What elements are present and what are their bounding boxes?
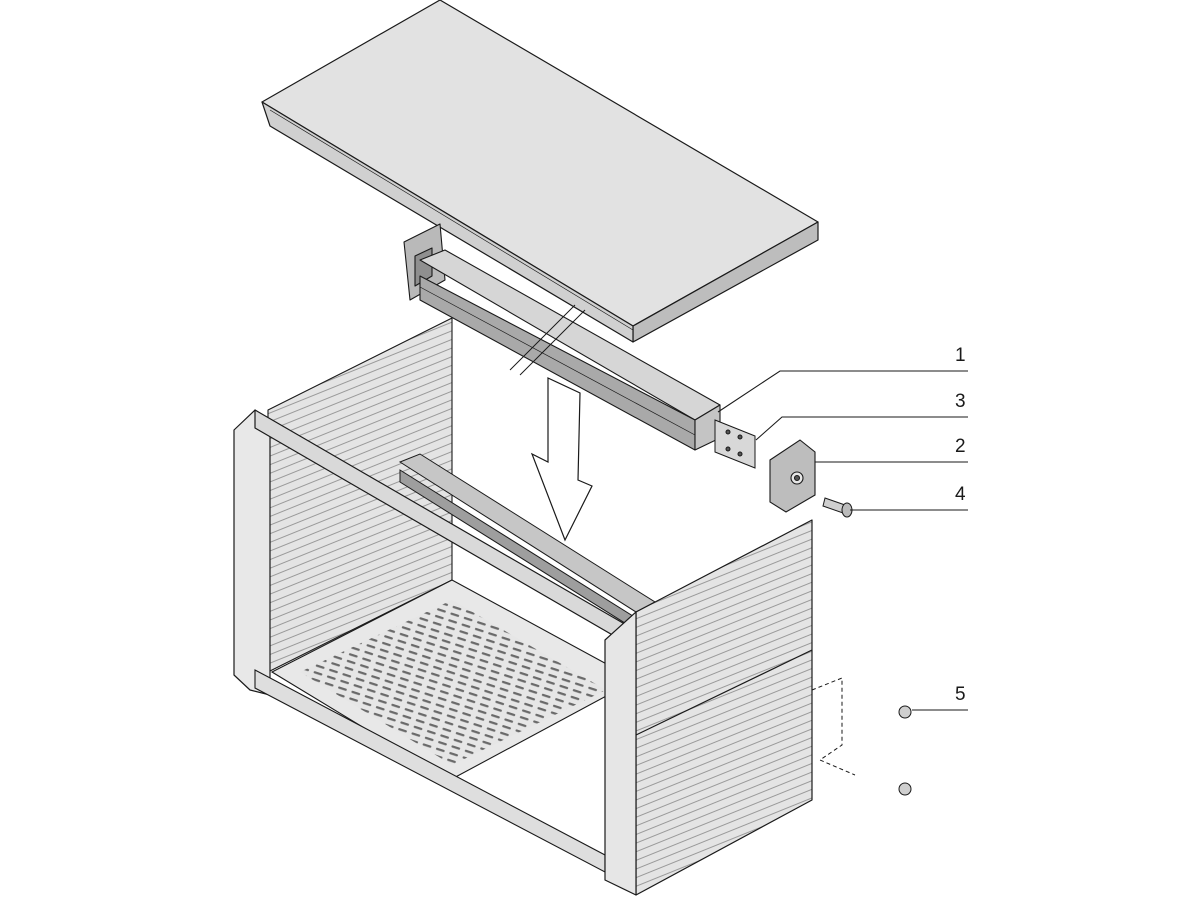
right-side-panel: [604, 519, 813, 896]
rail-assembly: [403, 223, 721, 451]
callout-3: 3: [955, 391, 966, 412]
callout-leaders: [717, 370, 968, 711]
end-bracket: [769, 439, 816, 513]
leader-1: [717, 370, 968, 413]
screws-5: [811, 677, 912, 796]
leader-3: [755, 416, 968, 441]
down-arrow: [530, 377, 593, 542]
screw-4: [822, 497, 853, 518]
callout-2: 2: [955, 436, 966, 457]
callout-5: 5: [955, 684, 966, 705]
top-cover: [261, 0, 819, 343]
callout-4: 4: [955, 484, 966, 505]
callout-1: 1: [955, 345, 966, 366]
inner-rail: [398, 453, 656, 631]
rail-strip: [714, 419, 756, 469]
